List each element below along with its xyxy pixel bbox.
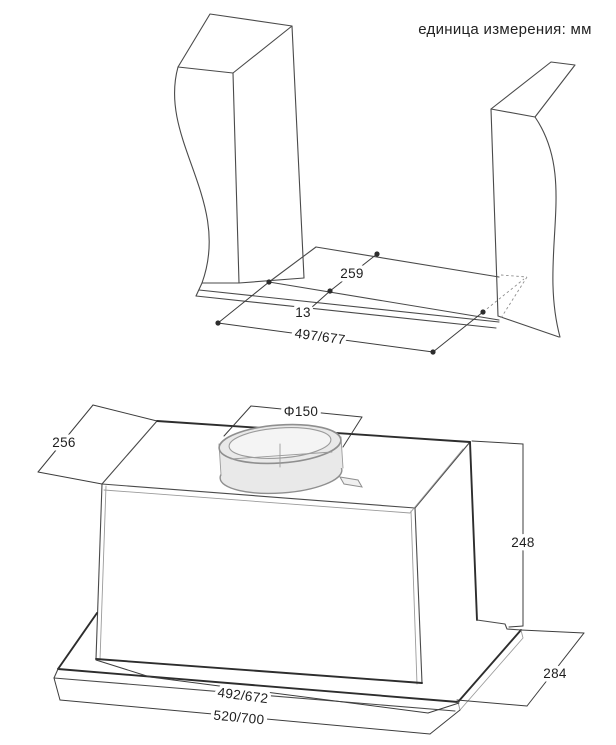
right-panel-bottom-edge	[497, 315, 560, 338]
dim-dot	[430, 349, 436, 355]
height-label: 248	[511, 535, 534, 550]
base-frame	[53, 612, 524, 712]
frame-left-end-face-edge	[53, 668, 59, 679]
left-panel-wavy-edge	[173, 66, 210, 284]
left-panel-top-face	[177, 13, 293, 74]
body-back-right-edge	[469, 441, 478, 621]
cutout-left-edge	[268, 246, 317, 283]
frame-front-bottom-edge	[53, 677, 456, 712]
cabinet-cutout-diagram: 259 13 497/677	[173, 13, 576, 355]
front-offset-label: 13	[295, 305, 311, 320]
body-front-left-edge	[95, 483, 103, 660]
frame-left-end-top-edge	[57, 612, 98, 670]
width-extension-right	[432, 311, 484, 353]
left-panel-bottom-edges	[201, 277, 305, 284]
base-depth-label: 284	[543, 666, 567, 681]
body-front-left-edge-inner	[99, 485, 107, 661]
dim-dot	[215, 320, 221, 326]
body-width-line	[149, 676, 429, 714]
body-top-rim-lines	[103, 448, 464, 514]
shelf-left-end-edge	[195, 282, 203, 297]
height-extensions	[471, 440, 524, 628]
duct-diameter-line	[250, 405, 363, 418]
duct-collar	[218, 423, 363, 495]
dim-dot	[327, 288, 333, 294]
dim-dot	[266, 279, 272, 285]
cutout-depth-label: 259	[340, 266, 363, 281]
hood-body-diagram: Φ150 256 248 284 492/672 520/700	[37, 401, 585, 735]
body-width-extensions	[95, 659, 460, 714]
body-bottom-front-edge	[95, 658, 423, 684]
body-front-right-edge	[414, 507, 423, 684]
frame-right-end-bottom-edges	[457, 629, 524, 711]
shelf-front-edge	[198, 289, 500, 323]
cutout-rear-edge	[315, 246, 500, 278]
width-extension-hidden	[482, 278, 525, 313]
right-panel-inner-front-edge	[490, 108, 499, 317]
dim-dot	[480, 309, 486, 315]
dim-dot	[374, 251, 380, 257]
collar-tab	[339, 476, 363, 488]
cutout-width-label: 497/677	[294, 326, 346, 348]
right-panel-wavy-edge	[534, 116, 561, 338]
shelf-bottom-edge	[195, 295, 497, 329]
base-width-line	[59, 699, 431, 735]
base-width-label: 520/700	[213, 708, 265, 728]
width-extension-left	[217, 281, 270, 324]
top-depth-extensions	[37, 404, 158, 485]
hidden-corner-edges	[500, 274, 528, 319]
left-panel-inner-back-edge	[291, 25, 305, 279]
frame-front-top-edge	[57, 668, 459, 703]
left-panel-inner-front-edge	[232, 72, 240, 284]
left-side-panel	[173, 13, 305, 284]
right-panel-top-face	[490, 61, 576, 118]
collar-inner-ellipse	[228, 427, 332, 459]
duct-diameter-extensions	[223, 405, 363, 448]
right-side-panel	[490, 61, 576, 338]
duct-diameter-label: Φ150	[284, 404, 319, 419]
base-width-extensions	[53, 677, 461, 735]
width-dimension-line	[217, 322, 434, 353]
cutout-front-edge	[268, 281, 500, 321]
base-depth-line	[526, 632, 585, 707]
top-depth-line	[37, 404, 94, 473]
body-width-label: 492/672	[217, 685, 269, 706]
unit-of-measure-label: единица измерения: мм	[418, 21, 592, 38]
body-front-right-edge-inner	[410, 510, 418, 685]
frame-right-end-top-edge	[457, 629, 522, 703]
collar-damper-lines	[230, 443, 333, 468]
top-depth-label: 256	[52, 435, 75, 450]
depth-leader-line	[310, 253, 378, 309]
base-depth-extensions	[456, 629, 585, 707]
body-step-edge	[476, 619, 522, 631]
bottom-shelf	[195, 246, 528, 329]
